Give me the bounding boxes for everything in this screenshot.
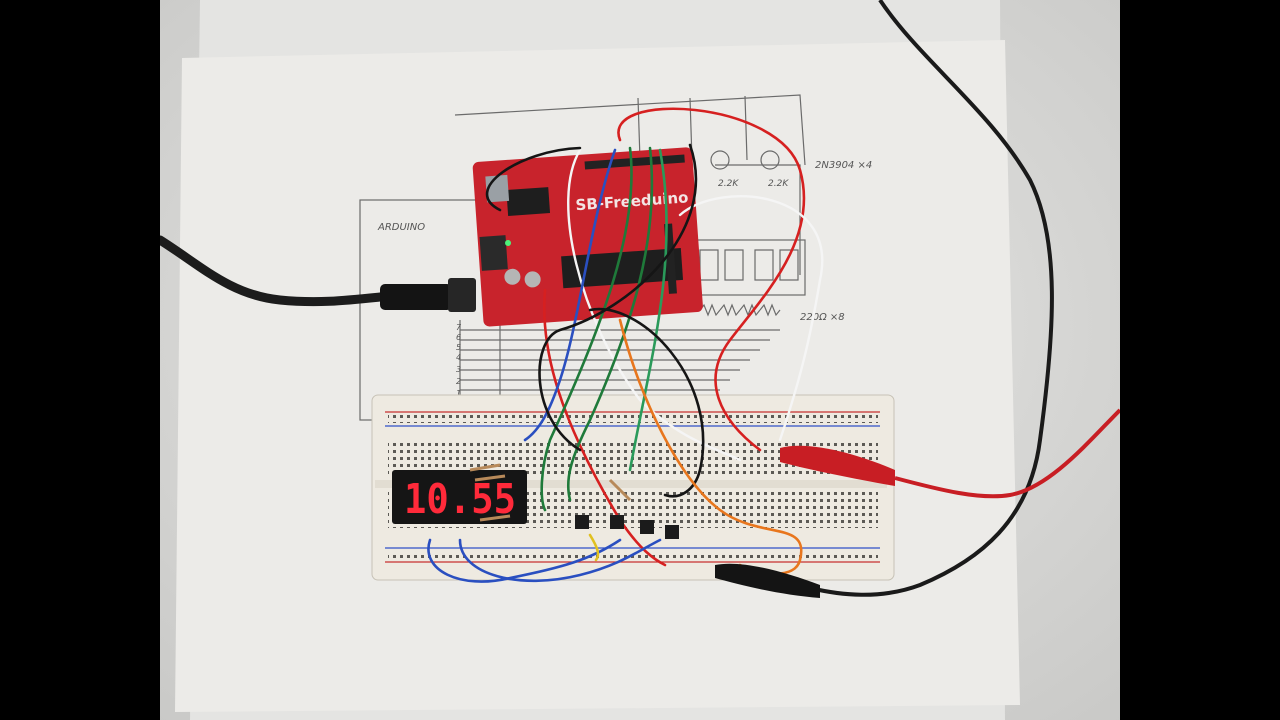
circuit-photo: ARDUINO 2N3904 ×4 220Ω ×8 2.2K 2.2K 7 6 … xyxy=(160,0,1120,720)
arduino-board: SB-Freeduino xyxy=(472,147,703,327)
wire-white-2 xyxy=(567,148,742,462)
wire-green-3 xyxy=(628,148,668,472)
alligator-clip-black xyxy=(715,563,820,598)
wire-green-2 xyxy=(566,146,654,502)
wire-black-3 xyxy=(588,307,705,498)
wire-blue-3 xyxy=(458,538,662,583)
led-display: 10.55 xyxy=(392,470,527,524)
schematic-arduino-label: ARDUINO xyxy=(377,222,425,233)
schematic-base-resistor-2: 2.2K xyxy=(768,179,789,189)
transistors xyxy=(575,515,679,539)
photo-frame: ARDUINO 2N3904 ×4 220Ω ×8 2.2K 2.2K 7 6 … xyxy=(160,0,1120,720)
wire-green-1 xyxy=(540,146,633,512)
schematic-pin-numbers: 7 6 5 4 3 2 1 xyxy=(456,323,462,398)
wire-black-2 xyxy=(538,143,698,452)
wire-blue-1 xyxy=(523,148,617,442)
schematic-pin-2: 2 xyxy=(456,377,461,386)
schematic-resistor-note: 220Ω ×8 xyxy=(800,312,845,323)
wire-orange xyxy=(618,318,803,575)
schematic-pin-6: 6 xyxy=(456,333,461,342)
jumper-wires xyxy=(427,107,824,583)
schematic-transistor-note: 2N3904 ×4 xyxy=(815,160,872,171)
power-cable xyxy=(160,235,395,307)
schematic-pin-5: 5 xyxy=(456,343,461,352)
power-plug xyxy=(380,284,452,310)
alligator-clip-red xyxy=(780,408,1120,499)
wire-white xyxy=(678,195,824,442)
schematic-pin-1: 1 xyxy=(456,389,461,398)
power-plug-tip xyxy=(448,278,476,312)
schematic-pin-4: 4 xyxy=(456,353,461,362)
paper-sheet xyxy=(175,40,1020,712)
probe-cable-black xyxy=(809,0,1054,597)
schematic-base-resistor-1: 2.2K xyxy=(718,179,739,189)
schematic-pin-3: 3 xyxy=(456,365,461,374)
wire-red-2 xyxy=(543,288,667,567)
resistors xyxy=(469,463,632,522)
lead-red xyxy=(894,408,1120,499)
led-display-reading: 10.55 xyxy=(404,475,516,523)
schematic-pin-7: 7 xyxy=(456,323,462,332)
wire-black-1 xyxy=(485,146,582,212)
wire-red-long xyxy=(617,107,806,452)
wire-yellow xyxy=(588,533,600,562)
